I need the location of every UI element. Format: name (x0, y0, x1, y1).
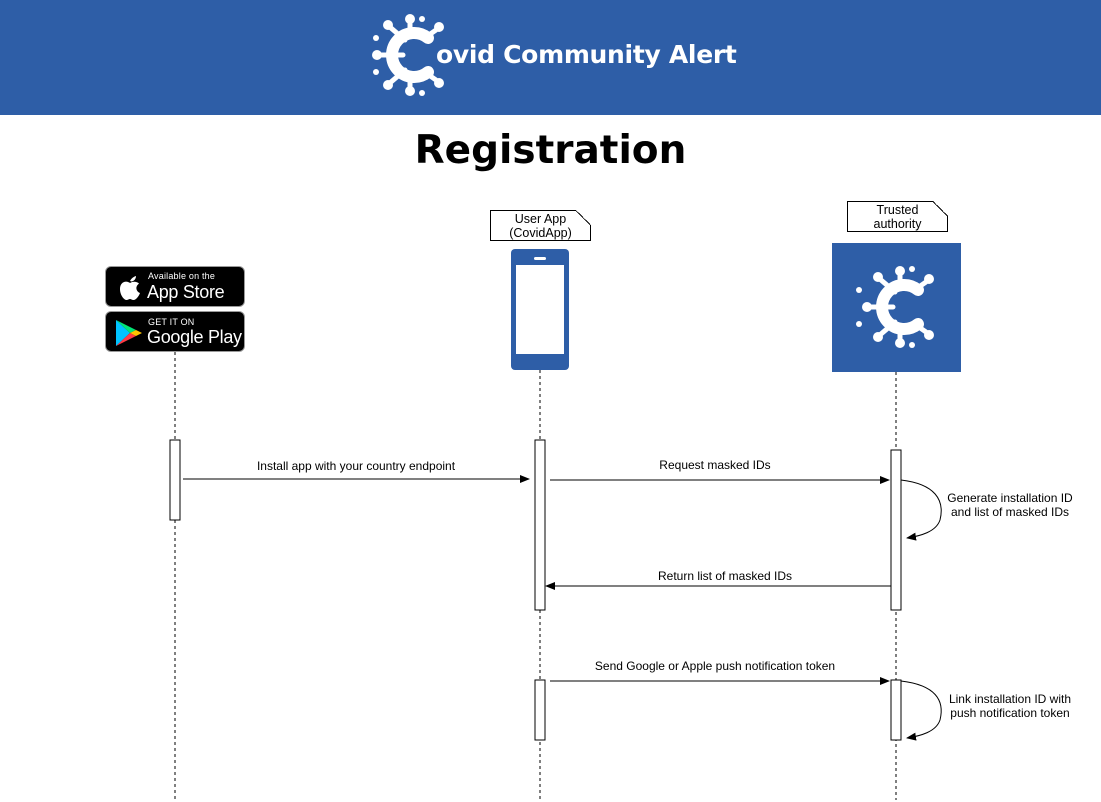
trusted-authority-note: Trusted authority (847, 201, 948, 232)
google-play-small-text: GET IT ON (148, 317, 195, 327)
user-app-note-line-1: User App (514, 212, 567, 226)
page-title: Registration (414, 128, 687, 173)
app-store-big-text: App Store (147, 282, 225, 302)
app-store-small-text: Available on the (148, 271, 216, 281)
install-message-label: Install app with your country endpoint (256, 459, 456, 473)
app-store-badge[interactable]: Available on the App Store (105, 266, 245, 307)
user-app-note: User App (CovidApp) (490, 210, 591, 241)
phone-icon (511, 249, 569, 370)
store-activation (169, 439, 181, 521)
google-play-icon (116, 320, 142, 346)
user-app-activation-2 (534, 679, 546, 741)
user-app-note-line-2: (CovidApp) (509, 226, 572, 240)
generate-note-line-2: and list of masked IDs (950, 505, 1070, 519)
google-play-badge[interactable]: GET IT ON Google Play (105, 311, 245, 352)
request-masked-message-label: Request masked IDs (659, 458, 771, 472)
authority-activation-1 (890, 449, 902, 611)
google-play-big-text: Google Play (147, 327, 242, 347)
trusted-authority-note-line-2: authority (873, 217, 922, 231)
brand-logo-icon (372, 14, 444, 96)
brand-title: ovid Community Alert (436, 40, 737, 69)
generate-note-label: Generate installation ID and list of mas… (947, 491, 1072, 519)
link-note-label: Link installation ID with push notificat… (949, 692, 1071, 720)
return-list-message-label: Return list of masked IDs (657, 569, 793, 583)
generate-self-arrow (900, 479, 942, 541)
user-app-activation-1 (534, 439, 546, 611)
generate-note-line-1: Generate installation ID (947, 491, 1073, 505)
send-token-message-label: Send Google or Apple push notification t… (594, 659, 836, 673)
link-note-line-1: Link installation ID with (948, 692, 1072, 706)
trusted-authority-note-line-1: Trusted (876, 203, 919, 217)
apple-icon (120, 276, 140, 300)
link-self-arrow (900, 680, 942, 741)
trusted-authority-logo-icon (832, 243, 961, 372)
authority-activation-2 (890, 679, 902, 741)
link-note-line-2: push notification token (950, 706, 1070, 720)
header-bar: ovid Community Alert (0, 0, 1101, 115)
